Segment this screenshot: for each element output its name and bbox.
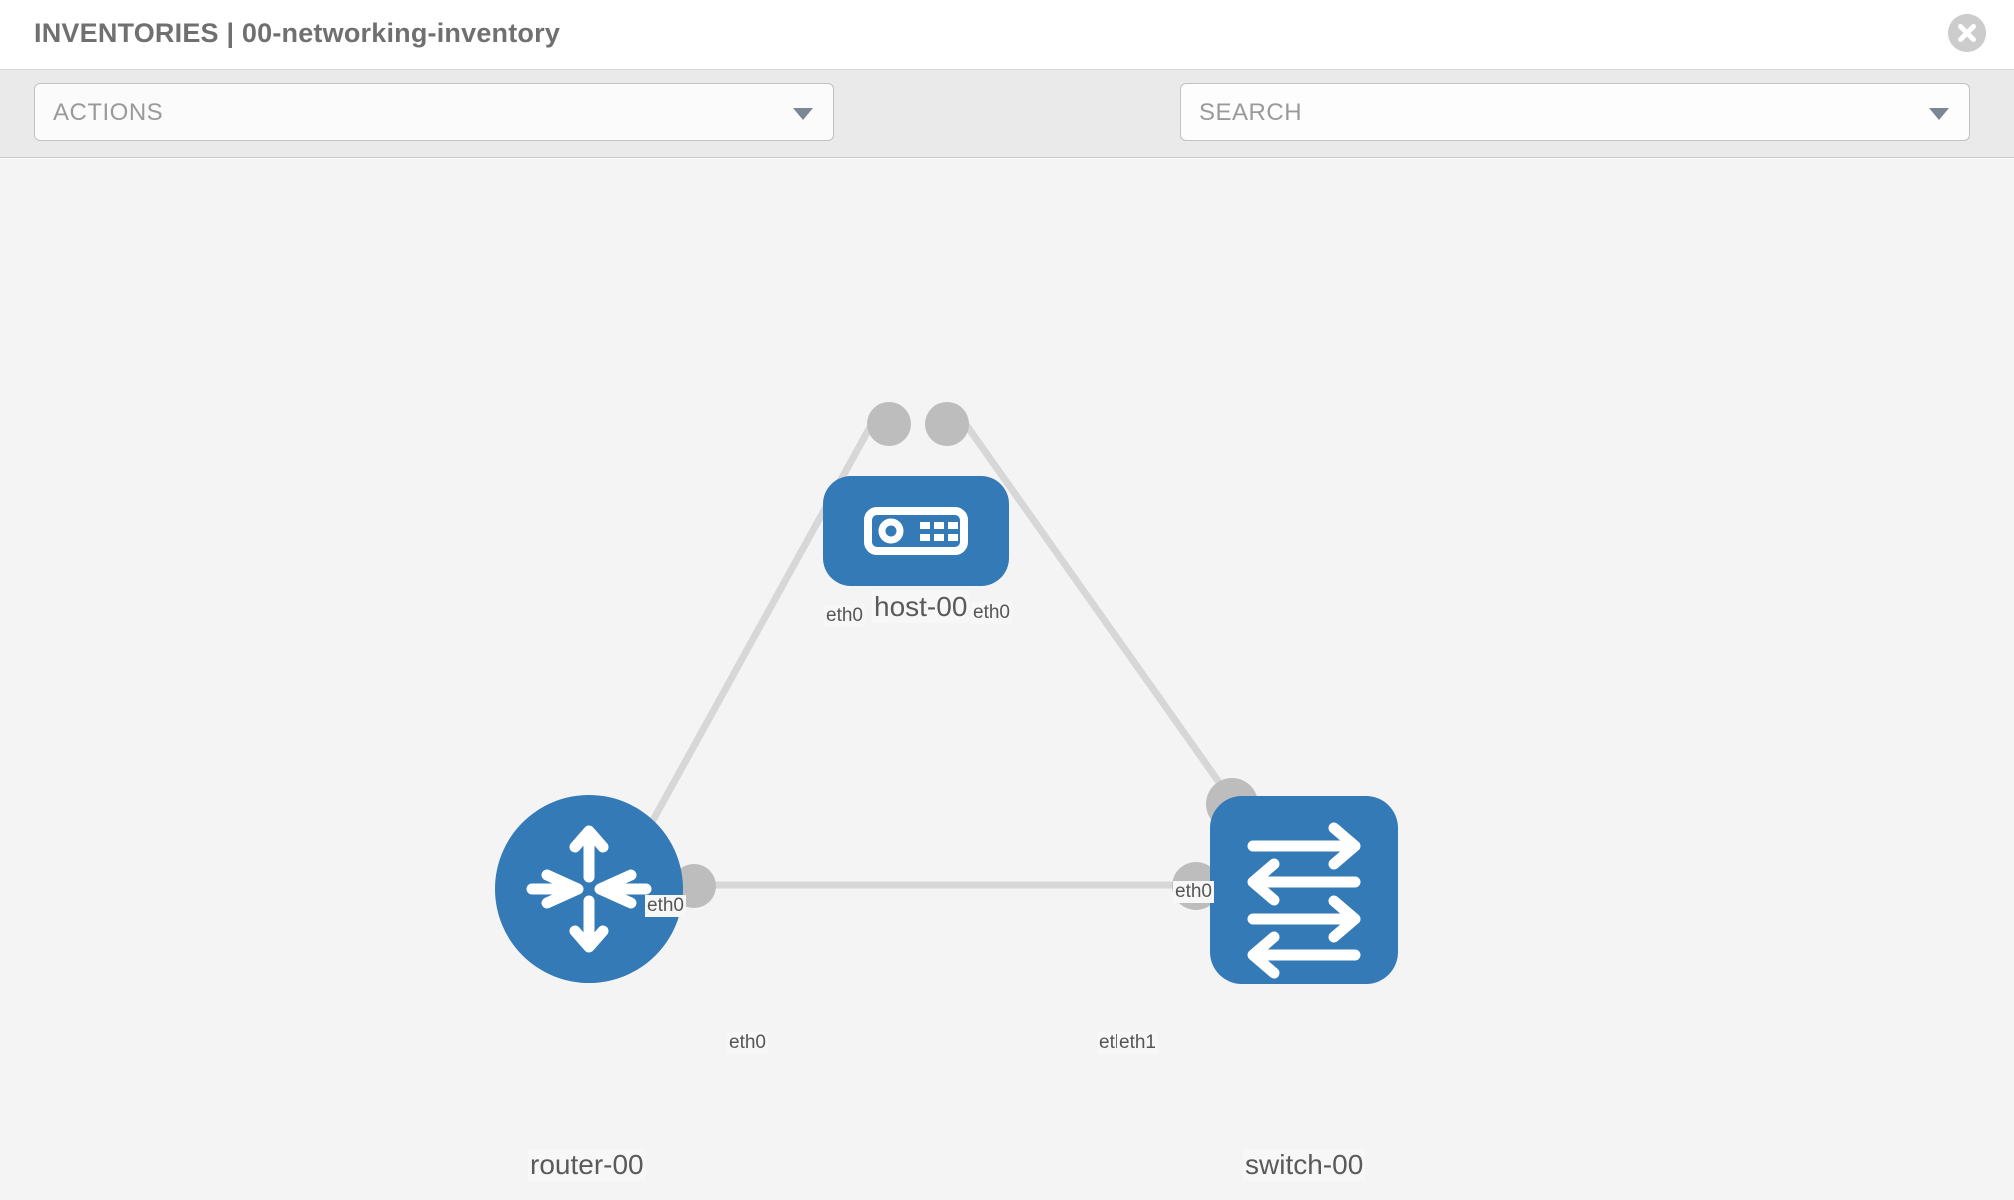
node-host-00[interactable] [823,476,1009,586]
server-icon [864,507,968,555]
edge-label-router-host: eth0 [645,895,686,917]
close-circle-icon [1948,14,1986,52]
edge-label-router-switch: eth0 [727,1032,768,1054]
edge-label-host-switch: eth0 [971,602,1012,624]
topology-canvas[interactable]: host-00 router-00 switch-00 eth0 eth0 et… [0,159,2014,1200]
node-label-switch-00: switch-00 [1243,1149,1366,1181]
node-router-00[interactable] [495,795,683,983]
node-switch-00[interactable] [1210,796,1398,984]
search-placeholder: SEARCH [1199,99,1303,126]
actions-dropdown-label: ACTIONS [53,99,164,126]
close-button[interactable] [1948,14,1986,52]
router-icon [526,825,652,953]
chevron-down-icon [1929,108,1949,120]
edge-label-host-router: eth0 [824,605,865,627]
edge-host00-switch00[interactable] [952,406,1248,822]
page-title: INVENTORIES | 00-networking-inventory [34,18,561,48]
node-label-host-00: host-00 [872,591,970,623]
chevron-down-icon [793,108,813,120]
actions-dropdown[interactable]: ACTIONS [34,83,834,141]
toolbar: ACTIONS SEARCH [0,70,2014,204]
edge-label-switch-router: eth1 [1117,1032,1158,1054]
switch-icon [1247,822,1361,979]
title-bar: INVENTORIES | 00-networking-inventory [0,0,2014,70]
connector-stub [925,402,969,446]
edge-label-switch-router-overlap: etl [1097,1032,1122,1054]
node-label-router-00: router-00 [528,1149,646,1181]
search-input[interactable]: SEARCH [1180,83,1970,141]
topology-graph [495,402,1398,984]
edge-label-switch-host: eth0 [1173,881,1214,903]
connector-stub [867,402,911,446]
